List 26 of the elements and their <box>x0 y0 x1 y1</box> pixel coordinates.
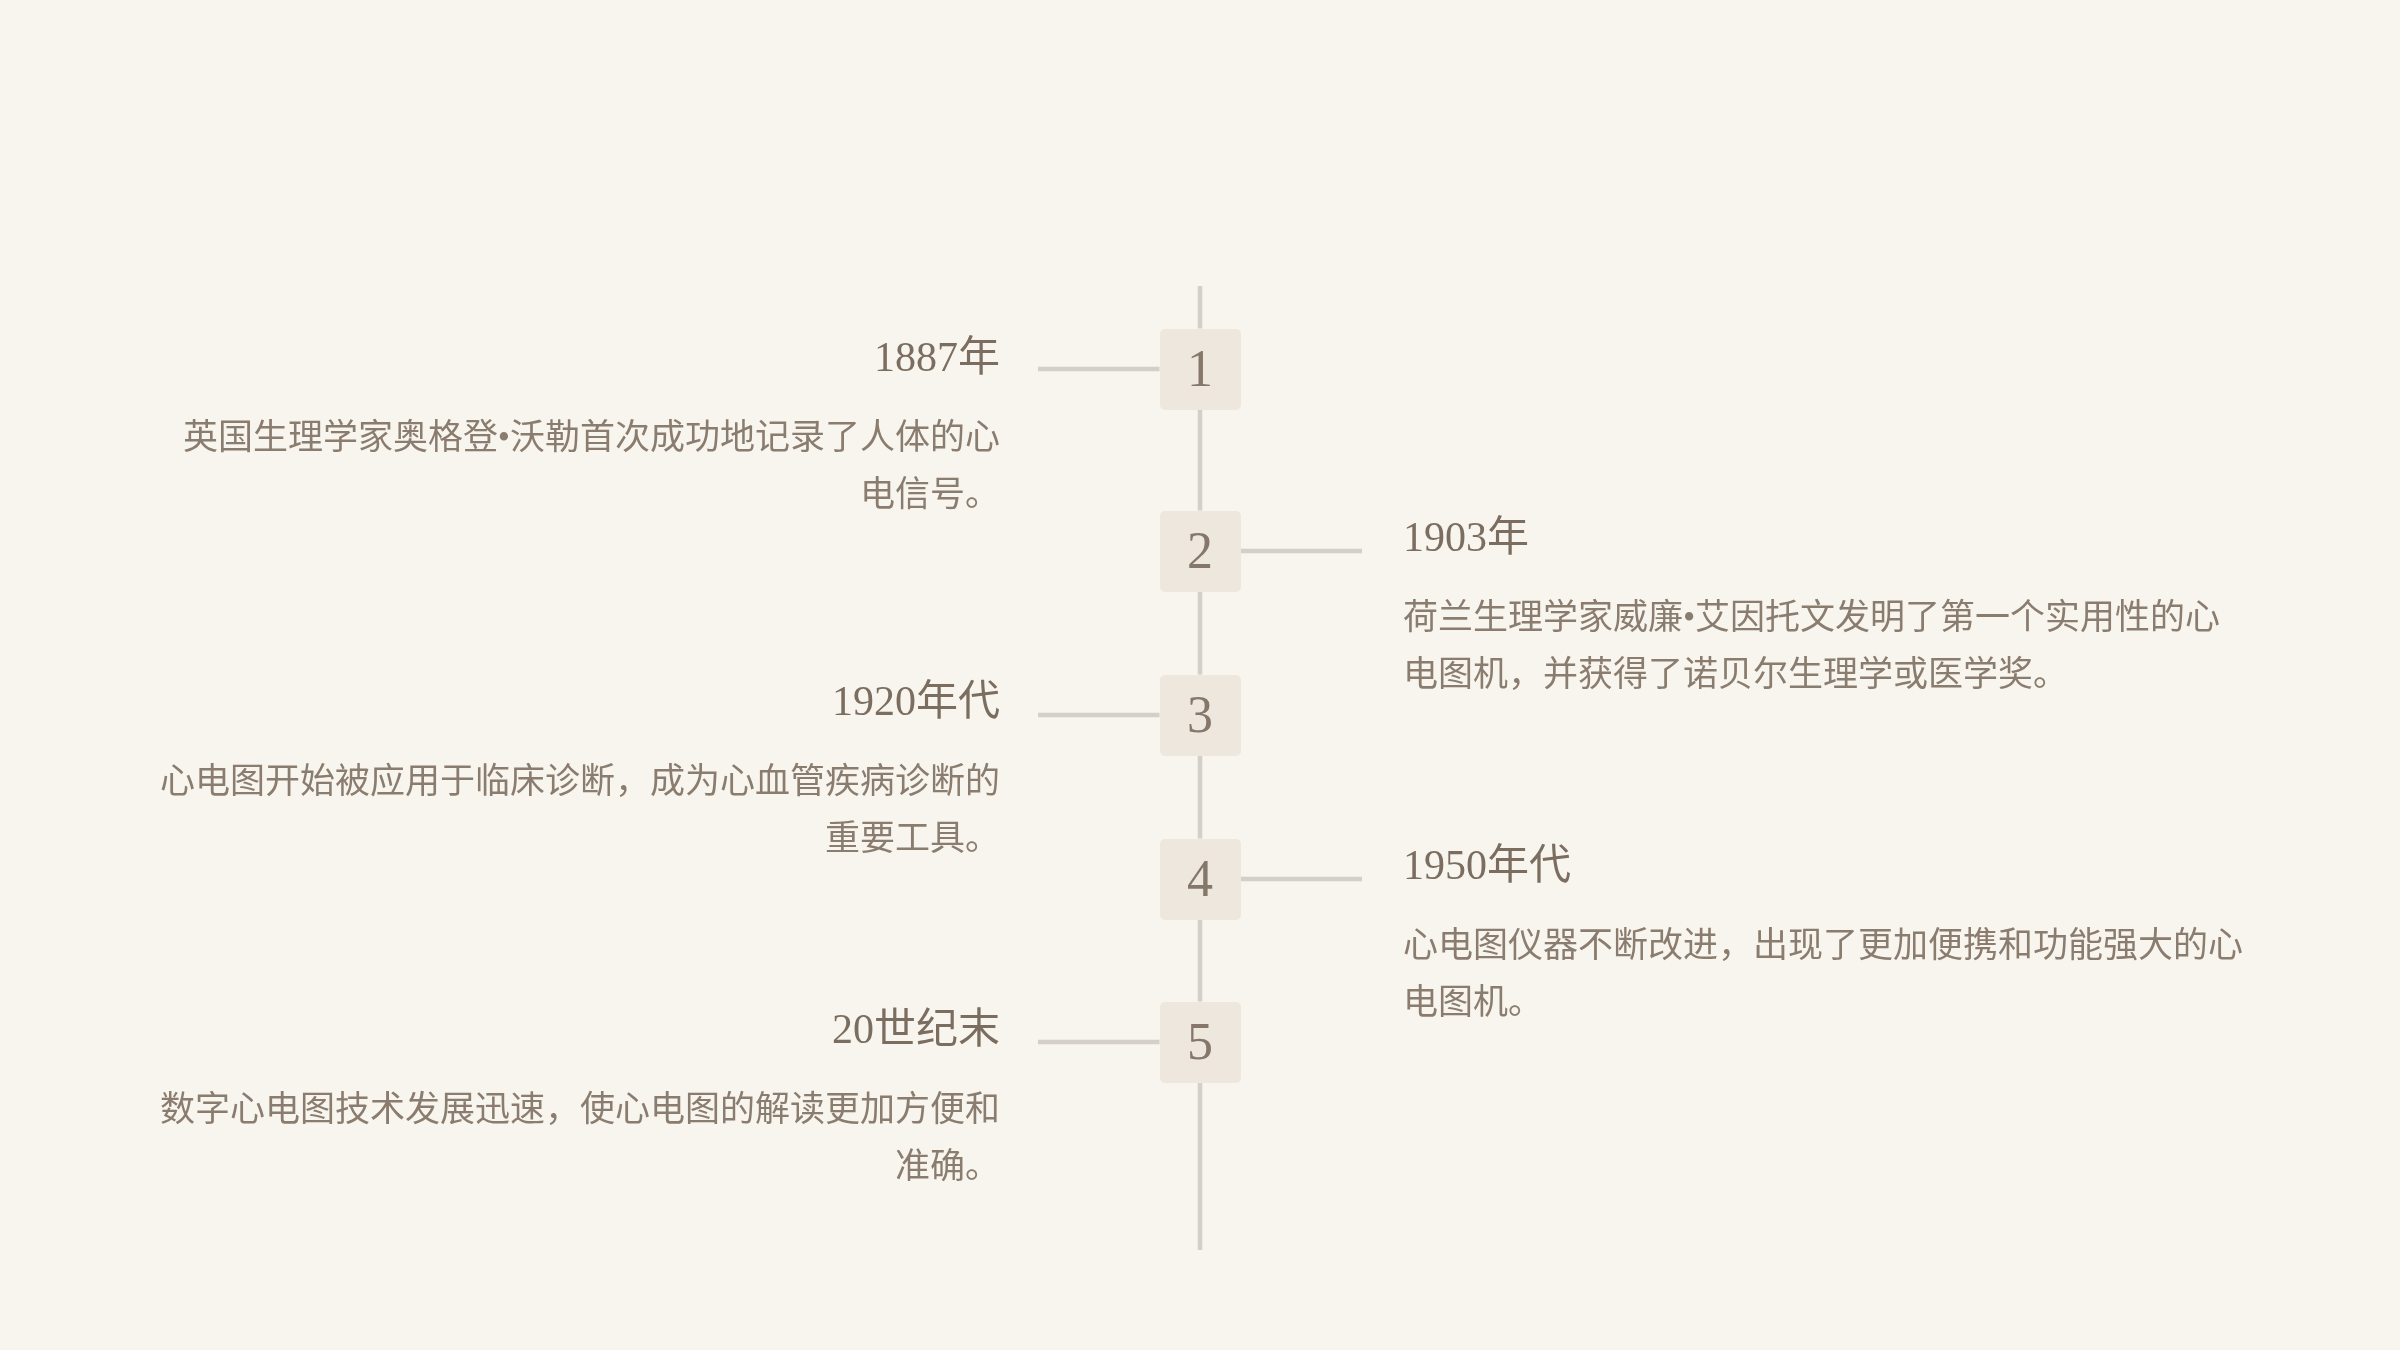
connector-line <box>1038 1039 1160 1045</box>
number-box: 5 <box>1159 1001 1241 1083</box>
connector-line <box>1038 366 1160 372</box>
timeline-line <box>1197 755 1203 839</box>
event-description: 心电图仪器不断改进，出现了更加便携和功能强大的心电图机。 <box>1403 925 2244 1024</box>
number-box: 3 <box>1159 674 1241 756</box>
connector-line <box>1240 876 1362 882</box>
event-description: 数字心电图技术发展迅速，使心电图的解读更加方便和准确。 <box>159 1089 1000 1188</box>
year-heading: 1903年 <box>1403 513 1529 562</box>
event-description: 心电图开始被应用于临床诊断，成为心血管疾病诊断的重要工具。 <box>159 761 1000 860</box>
timeline-line <box>1197 1082 1203 1250</box>
number-box: 4 <box>1159 838 1241 920</box>
number-box: 1 <box>1159 328 1241 410</box>
timeline-line <box>1197 286 1203 329</box>
timeline-line <box>1197 919 1203 1002</box>
year-heading: 1920年代 <box>832 677 1000 726</box>
event-description: 英国生理学家奥格登•沃勒首次成功地记录了人体的心电信号。 <box>181 417 1000 516</box>
year-heading: 20世纪末 <box>832 1005 1000 1054</box>
connector-line <box>1038 712 1160 718</box>
connector-line <box>1240 548 1362 554</box>
timeline-line <box>1197 409 1203 511</box>
number-box: 2 <box>1159 510 1241 592</box>
timeline-line <box>1197 591 1203 675</box>
year-heading: 1887年 <box>874 333 1000 382</box>
event-description: 荷兰生理学家威廉•艾因托文发明了第一个实用性的心电图机，并获得了诺贝尔生理学或医学奖。 <box>1403 597 2222 696</box>
year-heading: 1950年代 <box>1403 841 1571 890</box>
